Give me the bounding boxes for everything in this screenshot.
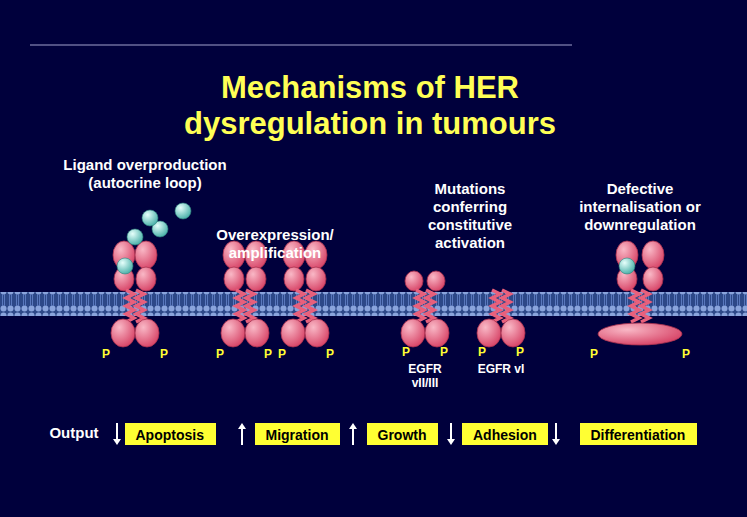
ligand-ball [619,258,635,274]
down-arrow [552,423,560,445]
ligand-ball [117,258,133,274]
phospho-label: P [513,345,527,359]
kinase-domain [305,319,329,347]
phospho-label: P [157,347,171,361]
extracellular-domain [642,241,664,269]
kinase-domain [501,319,525,347]
output-box: Growth [367,423,438,445]
output-box: Adhesion [462,423,548,445]
receptor-dimer [401,271,449,347]
output-box: Differentiation [580,423,697,445]
mechanism-heading: Overexpression/ amplification [200,226,350,262]
output-text: Adhesion [473,427,537,443]
receptor-dimer [477,290,525,347]
kinase-domain [111,319,135,347]
variant-label: EGFR vII/III [395,362,455,391]
extracellular-domain [306,267,326,291]
phospho-label: P [679,347,693,361]
transmembrane-helix [136,290,144,322]
phospho-label: P [475,345,489,359]
kinase-domain [281,319,305,347]
phospho-label: P [399,345,413,359]
extracellular-domain [246,267,266,291]
phospho-label: P [275,347,289,361]
receptor-dimer [111,241,159,347]
output-text: Differentiation [591,427,686,443]
transmembrane-helix [502,290,510,322]
output-box: Migration [255,423,340,445]
rule-line [30,44,572,46]
extracellular-domain [284,267,304,291]
phospho-label: P [323,347,337,361]
transmembrane-helix [306,290,314,322]
transmembrane-helix [426,290,434,322]
kinase-domain [221,319,245,347]
phospho-label: P [261,347,275,361]
kinase-domain [477,319,501,347]
truncated-domain [427,271,445,291]
title-text: Mechanisms of HER dysregulation in tumou… [140,70,600,141]
row-label: Output [39,424,109,442]
output-box: Apoptosis [125,423,216,445]
kinase-domain [401,319,425,347]
ligand-ball [175,203,191,219]
kinase-domain [135,319,159,347]
phospho-label: P [213,347,227,361]
extracellular-domain [136,267,156,291]
truncated-domain [405,271,423,291]
down-arrow [447,423,455,445]
mechanism-heading: Defective internalisation or downregulat… [558,180,723,234]
kinase-domain [598,323,682,345]
mechanism-heading: Ligand overproduction (autocrine loop) [45,156,245,192]
variant-label: EGFR vI [476,362,526,376]
output-text: Apoptosis [136,427,204,443]
receptor-dimer [598,241,682,345]
mechanism-heading: Mutations conferring constitutive activa… [418,180,523,252]
output-text: Growth [378,427,427,443]
kinase-domain [425,319,449,347]
transmembrane-helix [641,290,649,322]
up-arrow [238,423,246,445]
output-text: Migration [266,427,329,443]
phospho-label: P [437,345,451,359]
transmembrane-helix [246,290,254,322]
ligand-ball [142,210,158,226]
extracellular-domain [135,241,157,269]
down-arrow [113,423,121,445]
kinase-domain [245,319,269,347]
extracellular-domain [224,267,244,291]
phospho-label: P [99,347,113,361]
up-arrow [349,423,357,445]
extracellular-domain [643,267,663,291]
phospho-label: P [587,347,601,361]
ligand-ball [127,229,143,245]
